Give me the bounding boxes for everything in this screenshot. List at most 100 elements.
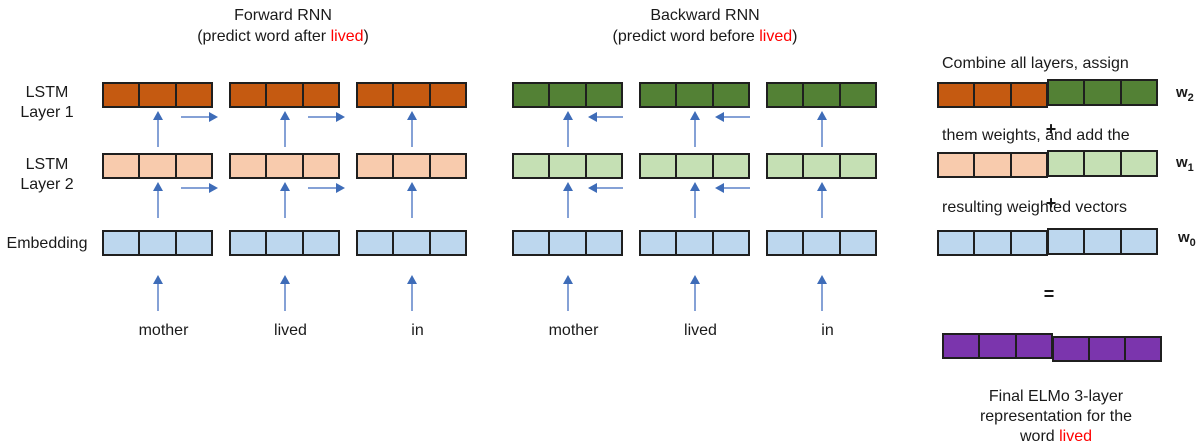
vector-cell: [804, 232, 841, 254]
word-label: mother: [138, 322, 189, 339]
right-arrow: [180, 112, 218, 122]
vector-cell: [1122, 152, 1156, 175]
forward-layer2-vector: [229, 153, 340, 179]
label-lstm-layer-2: LSTM Layer 2: [0, 155, 94, 195]
left-arrow: [714, 183, 750, 193]
vector-cell: [768, 155, 805, 177]
forward-layer2-vector: [356, 153, 467, 179]
right-arrow-shaft: [180, 187, 210, 189]
left-arrow: [587, 183, 623, 193]
backward-layer1-vector: [512, 82, 623, 108]
weight-label-w2: w2: [1176, 84, 1194, 104]
forward-subtitle-prefix: (predict word after: [197, 28, 331, 45]
up-arrow: [816, 275, 827, 311]
vector-cell: [587, 84, 621, 106]
vector-cell: [514, 232, 551, 254]
final-caption: Final ELMo 3-layer representation for th…: [980, 387, 1132, 447]
vector-cell: [1012, 84, 1046, 106]
backward-subtitle-suffix: ): [792, 28, 798, 45]
word-label: in: [411, 322, 424, 339]
up-arrow-head: [279, 275, 290, 284]
vector-cell: [1085, 230, 1122, 253]
up-arrow-head: [689, 182, 700, 191]
label-lstm-layer-1: LSTM Layer 1: [0, 83, 94, 123]
up-arrow-shaft: [283, 191, 286, 218]
up-arrow-head: [152, 275, 163, 284]
vector-cell: [104, 232, 141, 254]
vector-cell: [550, 155, 587, 177]
up-arrow: [562, 182, 573, 218]
up-arrow-shaft: [283, 284, 286, 311]
vector-cell: [140, 232, 177, 254]
weight-sub: 1: [1187, 162, 1194, 174]
weight-base: w: [1178, 229, 1190, 246]
up-arrow-shaft: [410, 120, 413, 147]
vector-cell: [1049, 81, 1086, 104]
vector-cell: [550, 84, 587, 106]
combined-embedding-right-half: [1047, 228, 1158, 255]
vector-cell: [358, 155, 395, 177]
vector-cell: [304, 155, 338, 177]
up-arrow: [816, 111, 827, 147]
vector-cell: [1126, 338, 1160, 360]
combine-title: Combine all layers, assign them weights,…: [942, 4, 1130, 268]
vector-cell: [1090, 338, 1126, 360]
vector-cell: [231, 232, 268, 254]
vector-cell: [841, 232, 875, 254]
vector-cell: [975, 84, 1012, 106]
final-caption-prefix: word: [1019, 428, 1060, 445]
left-arrow: [714, 112, 750, 122]
plus-operator: +: [1045, 119, 1057, 139]
vector-cell: [431, 232, 465, 254]
combined-layer1-right-half: [1047, 79, 1158, 106]
up-arrow-shaft: [410, 284, 413, 311]
vector-cell: [939, 84, 976, 106]
combine-title-line1: Combine all layers, assign: [942, 55, 1129, 72]
vector-cell: [267, 232, 304, 254]
up-arrow-shaft: [156, 191, 159, 218]
up-arrow-head: [406, 111, 417, 120]
vector-cell: [358, 84, 395, 106]
label-line: Layer 1: [20, 104, 74, 121]
vector-cell: [1085, 81, 1122, 104]
final-caption-highlight-word: lived: [1059, 428, 1093, 445]
up-arrow-head: [152, 182, 163, 191]
vector-cell: [394, 232, 431, 254]
backward-rnn-title-line2: (predict word before lived): [613, 26, 798, 47]
right-arrow-head: [208, 112, 218, 122]
left-arrow-shaft: [722, 116, 750, 118]
vector-cell: [1049, 230, 1086, 253]
up-arrow-head: [279, 111, 290, 120]
backward-layer2-vector: [766, 153, 877, 179]
backward-embedding-vector: [766, 230, 877, 256]
right-arrow-head: [335, 183, 345, 193]
vector-cell: [641, 155, 678, 177]
left-arrow-head: [714, 183, 724, 193]
final-caption-line2: representation for the: [979, 408, 1133, 425]
combine-title-line2: them weights, and add the: [942, 127, 1130, 144]
vector-cell: [939, 232, 976, 254]
up-arrow: [152, 111, 163, 147]
backward-layer2-vector: [512, 153, 623, 179]
backward-embedding-vector: [512, 230, 623, 256]
up-arrow-shaft: [820, 191, 823, 218]
vector-cell: [841, 84, 875, 106]
weight-label-w1: w1: [1176, 154, 1194, 174]
up-arrow-shaft: [566, 284, 569, 311]
forward-embedding-vector: [229, 230, 340, 256]
backward-layer1-vector: [766, 82, 877, 108]
backward-subtitle-highlight-word: lived: [759, 28, 793, 45]
up-arrow-head: [816, 275, 827, 284]
forward-rnn-title-line1: Forward RNN: [234, 7, 332, 24]
word-label: in: [821, 322, 834, 339]
up-arrow: [689, 275, 700, 311]
up-arrow: [689, 182, 700, 218]
forward-rnn-title-line2: (predict word after lived): [197, 26, 369, 47]
right-arrow: [307, 183, 345, 193]
weight-base: w: [1176, 154, 1188, 171]
forward-layer1-vector: [102, 82, 213, 108]
vector-cell: [1122, 230, 1156, 253]
vector-cell: [641, 84, 678, 106]
backward-layer1-vector: [639, 82, 750, 108]
